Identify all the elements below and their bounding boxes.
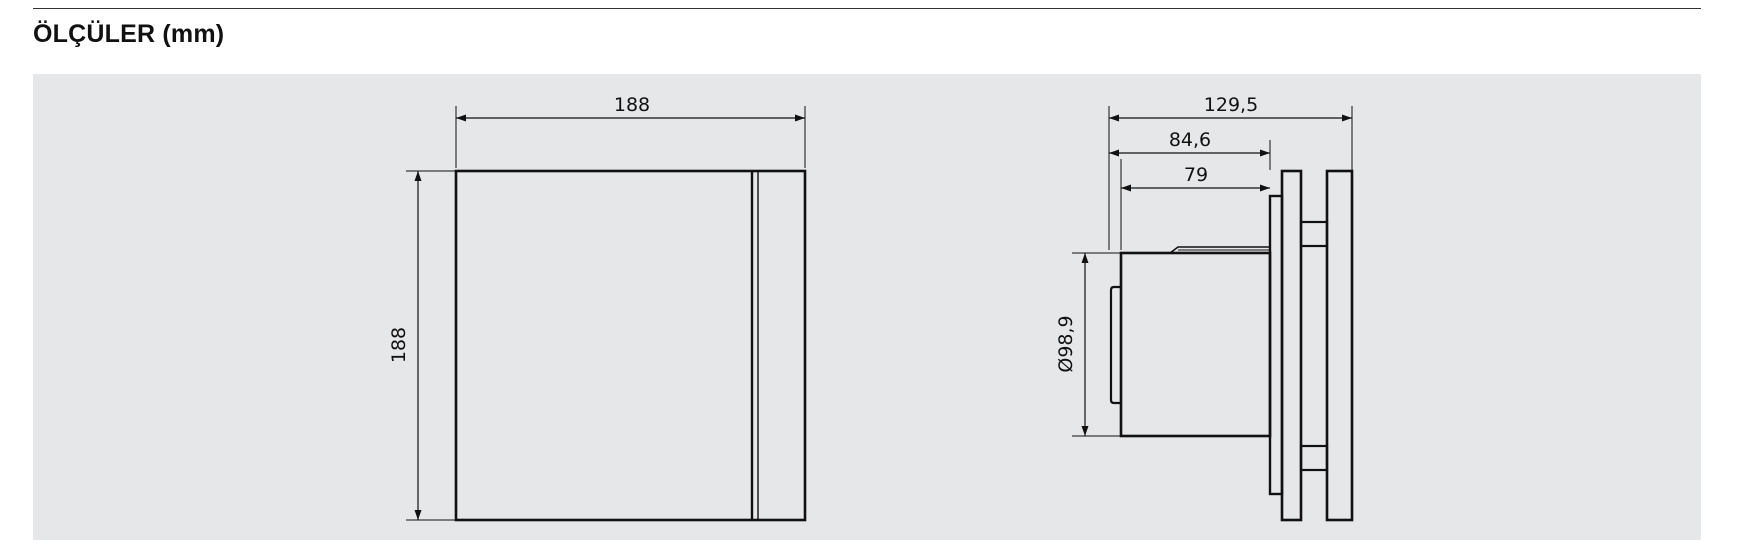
side-back-panel (1280, 169, 1303, 522)
side-mid-depth-label: 84,6 (1169, 129, 1211, 151)
side-connector-bottom (1299, 444, 1329, 472)
side-mounting-plate (1268, 194, 1284, 496)
side-spigot-sleeve (1169, 246, 1270, 254)
section-divider (33, 8, 1701, 9)
side-view (1072, 106, 1354, 522)
side-front-cover (1325, 169, 1354, 522)
front-view (406, 106, 807, 522)
side-total-depth-label: 129,5 (1204, 94, 1258, 116)
section-title: ÖLÇÜLER (mm) (33, 20, 225, 48)
front-panel-outline (454, 169, 807, 522)
side-spigot-body (1119, 251, 1272, 438)
side-body-depth-label: 79 (1184, 164, 1208, 186)
dimensions-panel (33, 74, 1701, 540)
front-width-label: 188 (614, 94, 650, 116)
side-connector-top (1299, 220, 1329, 248)
side-spigot-nub (1109, 285, 1121, 405)
front-height-label: 188 (388, 327, 410, 363)
side-diameter-label: Ø98,9 (1055, 315, 1077, 372)
